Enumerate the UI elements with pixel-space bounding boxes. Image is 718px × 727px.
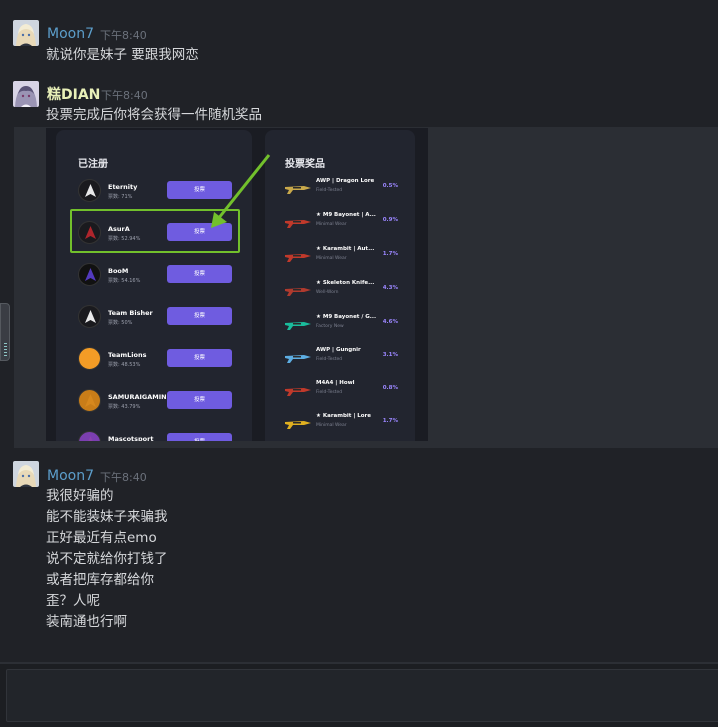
timestamp: 下午8:40 — [100, 29, 147, 42]
divider — [0, 662, 718, 664]
m9-bayonet-icon — [284, 214, 312, 228]
prize-condition: Minimal Wear — [316, 256, 347, 261]
prize-chance: 1.7% — [382, 418, 398, 424]
message-text: 我很好骗的 — [46, 488, 114, 504]
composer-area — [0, 664, 718, 727]
vote-button[interactable]: 投票 — [167, 181, 232, 199]
vote-button[interactable]: 投票 — [167, 349, 232, 367]
team-name: Team Bisher — [108, 309, 153, 317]
avatar[interactable] — [13, 20, 39, 46]
karambit-lore-icon — [284, 415, 312, 429]
prize-chance: 0.8% — [382, 385, 398, 391]
samurai-gaming-logo-icon — [78, 389, 101, 412]
message-text: 能不能装妹子来骗我 — [46, 509, 168, 525]
prize-condition: Well-Worn — [316, 290, 339, 295]
awp-rifle-icon — [284, 180, 312, 194]
username[interactable]: Moon7 — [47, 468, 94, 484]
karambit-knife-icon — [284, 248, 312, 262]
prize-chance: 0.5% — [382, 183, 398, 189]
prize-name: ★ M9 Bayonet / G... — [316, 314, 377, 320]
highlight-box — [70, 209, 240, 253]
prize-condition: Field-Tested — [316, 188, 343, 193]
prize-name: ★ Karambit | Aut... — [316, 246, 375, 252]
mascotsport-logo-icon — [78, 431, 101, 441]
boom-logo-icon — [78, 263, 101, 286]
team-name: BooM — [108, 267, 129, 275]
vote-button[interactable]: 投票 — [167, 307, 232, 325]
m4a4-howl-icon — [284, 382, 312, 396]
prize-name: ★ Skeleton Knife... — [316, 280, 375, 286]
team-name: TeamLions — [108, 351, 147, 359]
prize-condition: Minimal Wear — [316, 423, 347, 428]
message-text: 装南通也行啊 — [46, 614, 127, 630]
prize-name: AWP | Dragon Lore — [316, 178, 375, 184]
asura-logo-icon — [78, 221, 101, 244]
team-vote-pct: 票数: 52.94% — [108, 236, 141, 242]
username[interactable]: Moon7 — [47, 26, 94, 42]
vote-button[interactable]: 投票 — [167, 223, 232, 241]
timestamp: 下午8:40 — [100, 471, 147, 484]
team-vote-pct: 票数: 50% — [108, 320, 133, 326]
prize-name: AWP | Gungnir — [316, 347, 361, 353]
avatar[interactable] — [13, 81, 39, 107]
team-vote-pct: 票数: 43.79% — [108, 404, 141, 410]
team-vote-pct: 票数: 54.16% — [108, 278, 141, 284]
arrow-icon — [211, 154, 271, 228]
prize-chance: 4.3% — [382, 285, 398, 291]
team-name: AsurA — [108, 225, 130, 233]
message-text: 正好最近有点emo — [46, 530, 157, 546]
message-text: 说不定就给你打钱了 — [46, 551, 168, 567]
timestamp: 下午8:40 — [101, 89, 148, 102]
message-text: 就说你是妹子 要跟我网恋 — [46, 47, 199, 63]
prize-chance: 1.7% — [382, 251, 398, 257]
resize-handle[interactable] — [0, 303, 10, 361]
awp-gungnir-icon — [284, 349, 312, 363]
vote-button[interactable]: 投票 — [167, 433, 232, 441]
team-name: Mascotsport — [108, 435, 154, 441]
image-attachment[interactable]: 已注册 投票奖品 Eternity 票数: 71% 投票 AsurA 票数: 52.94… — [46, 128, 428, 441]
prize-name: ★ M9 Bayonet | A... — [316, 212, 376, 218]
message-text: 投票完成后你将会获得一件随机奖品 — [46, 107, 262, 123]
chat-log[interactable]: Moon7 下午8:40 就说你是妹子 要跟我网恋 糕DIAN 下午8:40 投… — [0, 0, 718, 662]
username[interactable]: 糕DIAN — [47, 87, 101, 103]
prize-name: M4A4 | Howl — [316, 380, 355, 386]
prize-chance: 3.1% — [382, 352, 398, 358]
prize-condition: Factory New — [316, 324, 344, 329]
vote-button[interactable]: 投票 — [167, 265, 232, 283]
skeleton-knife-icon — [284, 282, 312, 296]
prize-condition: Minimal Wear — [316, 222, 347, 227]
registered-title: 已注册 — [78, 159, 108, 170]
team-vote-pct: 票数: 48.53% — [108, 362, 141, 368]
team-name: SAMURAIGAMING — [108, 393, 172, 401]
prizes-title: 投票奖品 — [285, 159, 325, 170]
prize-chance: 0.9% — [382, 217, 398, 223]
message-text: 歪？人呢 — [46, 593, 100, 609]
vote-button[interactable]: 投票 — [167, 391, 232, 409]
prize-name: ★ Karambit | Lore — [316, 413, 371, 419]
team-name: Eternity — [108, 183, 138, 191]
prize-chance: 4.6% — [382, 319, 398, 325]
team-bisher-logo-icon — [78, 305, 101, 328]
message-text: 或者把库存都给你 — [46, 572, 154, 588]
m9-bayonet-gamma-icon — [284, 316, 312, 330]
eternity-logo-icon — [78, 179, 101, 202]
avatar[interactable] — [13, 461, 39, 487]
team-vote-pct: 票数: 71% — [108, 194, 133, 200]
prize-condition: Field-Tested — [316, 357, 343, 362]
message-input[interactable] — [6, 669, 718, 722]
teamlions-logo-icon — [78, 347, 101, 370]
prize-condition: Field-Tested — [316, 390, 343, 395]
